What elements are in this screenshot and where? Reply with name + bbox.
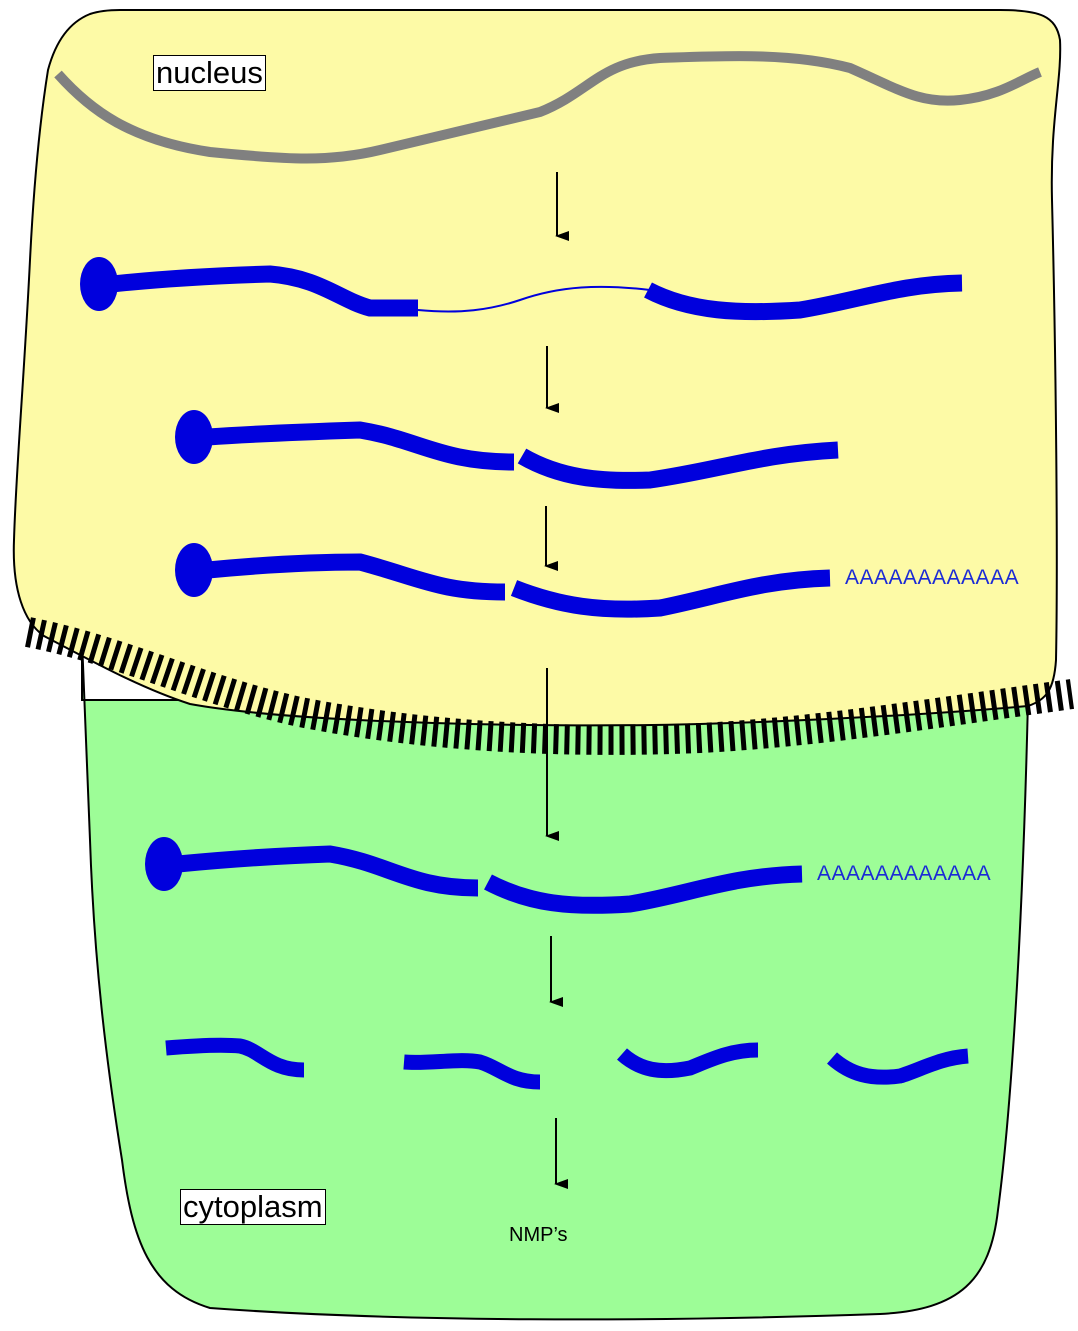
five-prime-cap <box>175 543 213 597</box>
five-prime-cap <box>175 410 213 464</box>
nucleus-label: nucleus <box>153 55 266 91</box>
cytoplasm-label: cytoplasm <box>180 1189 326 1225</box>
five-prime-cap <box>145 837 183 891</box>
poly-a-tail-cytoplasmic: AAAAAAAAAAAA <box>817 862 991 886</box>
nucleotide-products-label: NMP’s <box>509 1224 568 1247</box>
poly-a-tail-nuclear: AAAAAAAAAAAA <box>845 566 1019 590</box>
